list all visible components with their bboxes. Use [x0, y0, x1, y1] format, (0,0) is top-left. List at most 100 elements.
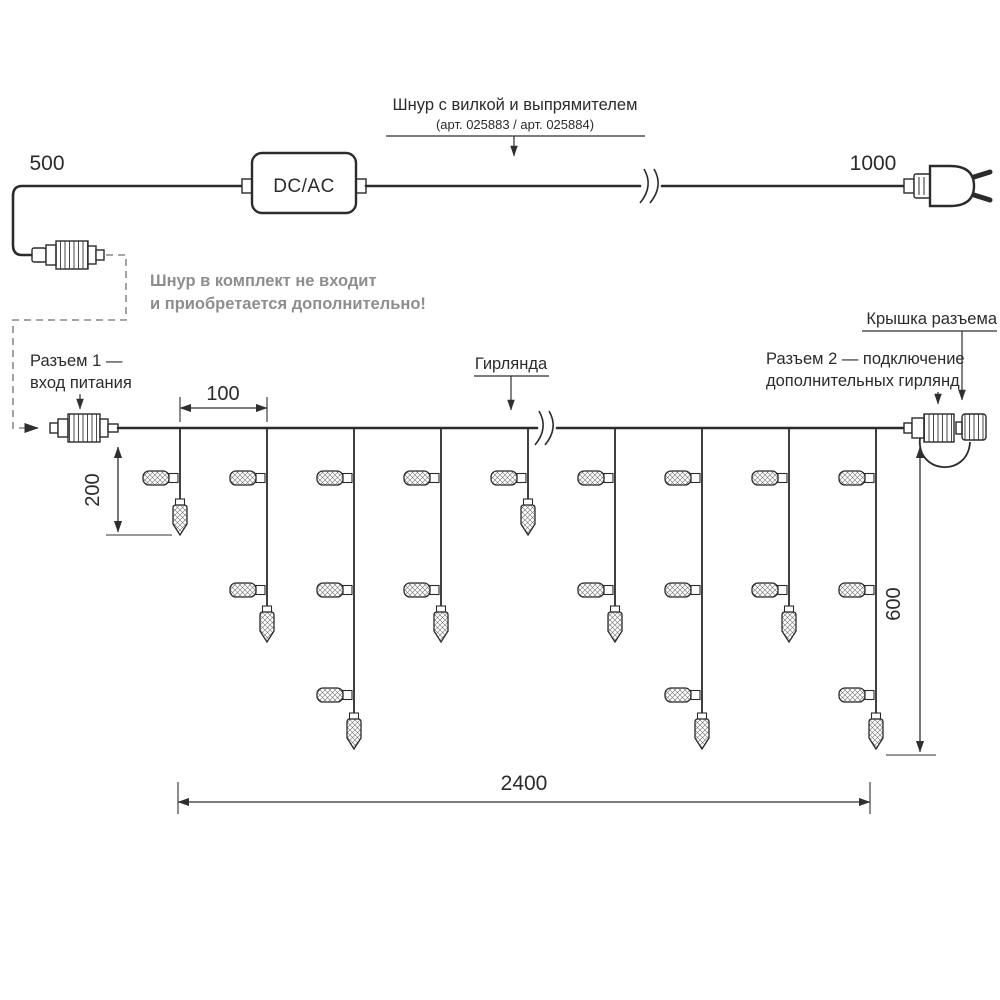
- garland-drop: [490, 428, 536, 537]
- led-bulb-icon: [664, 470, 692, 486]
- garland-drop: [142, 428, 188, 537]
- led-bulb-cap-icon: [864, 689, 875, 701]
- cap-callout: Крышка разъема: [862, 310, 998, 401]
- led-bulb-icon: [577, 470, 605, 486]
- led-bulb-cap-icon: [603, 472, 614, 484]
- garland-drop: [577, 428, 623, 644]
- led-bulb-icon: [664, 582, 692, 598]
- led-bulb-cap-icon: [435, 605, 447, 613]
- dim-600-label: 600: [883, 587, 905, 620]
- led-bulb-icon: [316, 470, 344, 486]
- garland-drop: [229, 428, 275, 644]
- led-tip-bulb-icon: [868, 718, 884, 751]
- cord-callout: Шнур с вилкой и выпрямителем (арт. 02588…: [386, 96, 645, 157]
- garland-main-section: Разъем 1 — вход питания Гирлянда: [30, 310, 998, 814]
- converter-label: DC/AC: [273, 176, 335, 197]
- led-bulb-icon: [142, 470, 170, 486]
- led-bulb-icon: [316, 582, 344, 598]
- connector1-callout: Разъем 1 — вход питания: [30, 352, 132, 410]
- led-tip-bulb-icon: [607, 611, 623, 644]
- led-bulb-cap-icon: [696, 712, 708, 720]
- led-bulb-cap-icon: [783, 605, 795, 613]
- led-bulb-cap-icon: [255, 584, 266, 596]
- led-bulb-cap-icon: [429, 472, 440, 484]
- led-bulb-cap-icon: [864, 584, 875, 596]
- led-bulb-icon: [316, 687, 344, 703]
- power-cord-section: 500 1000 DC/AC: [11, 96, 993, 434]
- led-tip-bulb-icon: [346, 718, 362, 751]
- garland-drop: [403, 428, 449, 644]
- garland-drop: [751, 428, 797, 644]
- led-bulb-cap-icon: [342, 472, 353, 484]
- dc-ac-converter-icon: DC/AC: [241, 151, 367, 215]
- led-tip-bulb-icon: [781, 611, 797, 644]
- not-included-note-line2: и приобретается дополнительно!: [150, 295, 426, 313]
- connector2-label-line2: дополнительных гирлянд: [766, 372, 960, 390]
- right-cable-length-label: 1000: [850, 152, 897, 175]
- led-bulb-cap-icon: [870, 712, 882, 720]
- led-bulb-icon: [838, 470, 866, 486]
- led-tip-bulb-icon: [694, 718, 710, 751]
- connector-cap-icon: [955, 413, 987, 441]
- cord-label: Шнур с вилкой и выпрямителем: [393, 96, 638, 114]
- dimension-total-length: 2400: [177, 772, 871, 814]
- led-bulb-cap-icon: [522, 498, 534, 506]
- connector1-label-line1: Разъем 1 —: [30, 352, 123, 370]
- left-cable-length-label: 500: [29, 152, 64, 175]
- led-bulb-cap-icon: [690, 689, 701, 701]
- led-bulb-icon: [664, 687, 692, 703]
- connector1-label-line2: вход питания: [30, 374, 132, 392]
- led-bulb-cap-icon: [174, 498, 186, 506]
- led-bulb-icon: [403, 582, 431, 598]
- dimension-short-drop: 200: [82, 446, 172, 536]
- led-bulb-icon: [751, 470, 779, 486]
- garland-callout: Гирлянда: [474, 355, 549, 411]
- led-bulb-cap-icon: [777, 584, 788, 596]
- cap-label: Крышка разъема: [866, 310, 997, 328]
- led-bulb-cap-icon: [342, 584, 353, 596]
- drops-layer: [142, 428, 884, 751]
- cord-break-icon: [639, 168, 659, 204]
- garland-break-icon: [534, 410, 554, 446]
- dim-100-label: 100: [206, 383, 239, 405]
- led-tip-bulb-icon: [172, 504, 188, 537]
- led-bulb-icon: [490, 470, 518, 486]
- led-bulb-icon: [403, 470, 431, 486]
- led-bulb-cap-icon: [168, 472, 179, 484]
- led-bulb-icon: [577, 582, 605, 598]
- not-included-note-line1: Шнур в комплект не входит: [150, 272, 377, 290]
- led-tip-bulb-icon: [520, 504, 536, 537]
- led-bulb-cap-icon: [690, 584, 701, 596]
- led-bulb-cap-icon: [342, 689, 353, 701]
- dim-2400-label: 2400: [501, 772, 548, 795]
- connector1-icon: [49, 413, 119, 443]
- led-tip-bulb-icon: [259, 611, 275, 644]
- led-bulb-cap-icon: [348, 712, 360, 720]
- led-bulb-cap-icon: [603, 584, 614, 596]
- dimension-spacing: 100: [179, 383, 268, 422]
- power-plug-icon: [903, 164, 993, 208]
- led-bulb-cap-icon: [429, 584, 440, 596]
- led-bulb-cap-icon: [690, 472, 701, 484]
- connector2-label-line1: Разъем 2 — подключение: [766, 350, 965, 368]
- led-bulb-icon: [838, 687, 866, 703]
- dimension-long-drop: 600: [883, 446, 936, 756]
- led-bulb-cap-icon: [516, 472, 527, 484]
- led-bulb-icon: [751, 582, 779, 598]
- led-bulb-icon: [229, 582, 257, 598]
- cord-article-label: (арт. 025883 / арт. 025884): [436, 117, 594, 132]
- led-tip-bulb-icon: [433, 611, 449, 644]
- left-cable-wire: [11, 184, 251, 257]
- led-bulb-cap-icon: [864, 472, 875, 484]
- led-bulb-icon: [838, 582, 866, 598]
- led-bulb-cap-icon: [255, 472, 266, 484]
- dc-output-connector-icon: [31, 240, 105, 270]
- connector2-icon: [903, 413, 987, 468]
- dim-200-label: 200: [82, 473, 104, 506]
- led-bulb-icon: [229, 470, 257, 486]
- garland-drop: [316, 428, 362, 751]
- dashed-connection-path: [12, 254, 127, 434]
- garland-drop: [838, 428, 884, 751]
